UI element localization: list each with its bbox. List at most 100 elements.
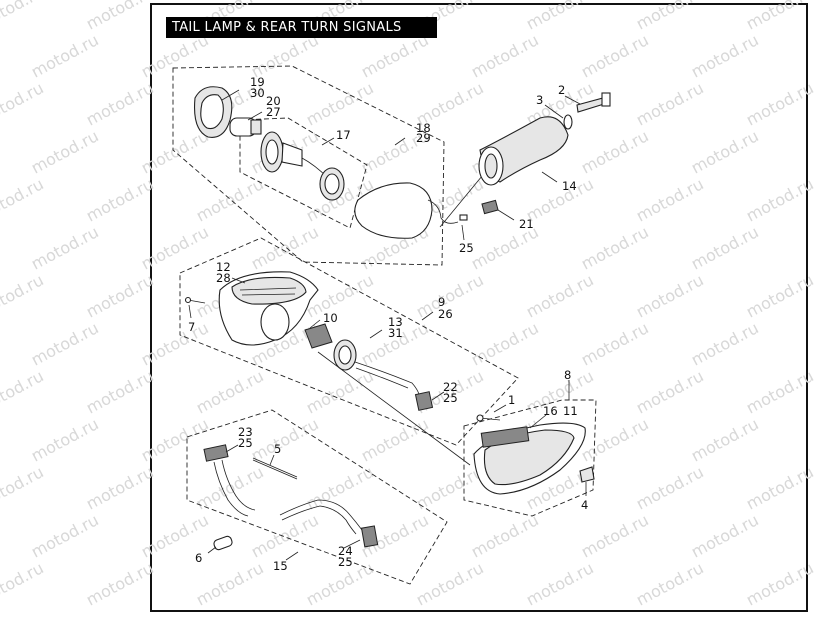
callout-2: 2	[558, 83, 565, 97]
watermark-text: motod.ru	[83, 78, 157, 129]
part-small-bulb	[213, 535, 233, 551]
callout-8: 8	[564, 368, 571, 382]
callout-leaders	[188, 89, 587, 561]
watermark-text: motod.ru	[248, 510, 322, 561]
watermark-text: motod.ru	[138, 414, 212, 465]
part-washer	[563, 114, 573, 130]
watermark-text: motod.ru	[28, 318, 102, 369]
watermark-text: motod.ru	[83, 462, 157, 513]
watermark-text: motod.ru	[743, 270, 817, 321]
watermark-text: motod.ru	[28, 126, 102, 177]
watermark-text: motod.ru	[578, 126, 652, 177]
callout-29: 29	[416, 131, 431, 145]
guide-line-upper	[439, 169, 488, 228]
callout-1: 1	[508, 393, 515, 407]
watermark-text: motod.ru	[578, 222, 652, 273]
watermark-text: motod.ru	[0, 0, 47, 34]
watermark-text: motod.ru	[688, 318, 762, 369]
watermark-text: motod.ru	[523, 366, 597, 417]
watermark-text: motod.ru	[138, 222, 212, 273]
callout-28: 28	[216, 271, 231, 285]
watermark-text: motod.ru	[0, 78, 47, 129]
watermark-text: motod.ru	[633, 270, 707, 321]
group-box-lens-bracket	[463, 399, 597, 517]
part-terminal-pin	[459, 214, 468, 221]
callout-30: 30	[250, 86, 265, 100]
part-reflector-ring	[193, 86, 233, 138]
watermark-text: motod.ru	[743, 0, 817, 34]
callout-6: 6	[195, 551, 202, 565]
group-box-wiring-harness	[186, 409, 448, 585]
watermark-text: motod.ru	[248, 222, 322, 273]
watermark-text: motod.ru	[303, 270, 377, 321]
watermark-text: motod.ru	[578, 510, 652, 561]
watermark-text: motod.ru	[83, 0, 157, 34]
watermark-text: motod.ru	[578, 318, 652, 369]
watermark-text: motod.ru	[0, 366, 47, 417]
part-license-lens-bracket	[473, 422, 586, 495]
callout-13: 13	[388, 315, 403, 329]
callout-27: 27	[266, 105, 281, 119]
watermark-text: motod.ru	[83, 270, 157, 321]
callout-labels: 19 30 20 27 17 18 29 2 3 14 21 25 12 28 …	[188, 75, 588, 573]
callout-11: 11	[563, 404, 578, 418]
callout-5: 5	[274, 442, 281, 456]
part-tail-lamp-lens	[218, 271, 319, 346]
part-bracket-screw	[476, 414, 501, 422]
callout-25-upper: 25	[459, 241, 474, 255]
watermark-text: motod.ru	[523, 0, 597, 34]
watermark-text: motod.ru	[633, 174, 707, 225]
watermark-text: motod.ru	[248, 414, 322, 465]
watermark-text: motod.ru	[468, 510, 542, 561]
watermark-text: motod.ru	[633, 0, 707, 34]
watermark-text: motod.ru	[138, 126, 212, 177]
watermark-text: motod.ru	[83, 558, 157, 609]
watermark-text: motod.ru	[193, 558, 267, 609]
part-lens-screw	[184, 296, 206, 304]
part-turn-signal-stalk	[478, 116, 569, 186]
part-socket-assembly	[260, 131, 345, 201]
callout-25-harness: 25	[238, 436, 253, 450]
watermark-text: motod.ru	[743, 78, 817, 129]
callout-14: 14	[562, 179, 577, 193]
watermark-text: motod.ru	[688, 414, 762, 465]
watermark-text: motod.ru	[358, 414, 432, 465]
callout-17: 17	[336, 128, 351, 142]
watermark-text: motod.ru	[523, 558, 597, 609]
callout-16: 16	[543, 404, 558, 418]
watermark-text: motod.ru	[633, 78, 707, 129]
callout-21: 21	[519, 217, 534, 231]
part-nut-clip	[579, 466, 595, 483]
watermark-text: motod.ru	[0, 270, 47, 321]
callout-20: 20	[266, 94, 281, 108]
group-box-turn-signal-upper	[172, 65, 445, 266]
watermark-text: motod.ru	[193, 366, 267, 417]
callout-26: 26	[438, 307, 453, 321]
callout-31: 31	[388, 326, 403, 340]
guide-line-lower	[317, 351, 471, 466]
watermark-text: motod.ru	[688, 510, 762, 561]
part-harness-pin	[252, 457, 298, 480]
watermark-text: motod.ru	[578, 414, 652, 465]
diagram-title: TAIL LAMP & REAR TURN SIGNALS	[166, 17, 437, 38]
callout-25-lower: 25	[338, 555, 353, 569]
callout-4: 4	[581, 498, 588, 512]
watermark-text: motod.ru	[743, 558, 817, 609]
callout-18: 18	[416, 121, 431, 135]
watermark-text: motod.ru	[633, 462, 707, 513]
part-screw	[576, 92, 611, 113]
watermark-text: motod.ru	[0, 174, 47, 225]
watermark-text: motod.ru	[28, 414, 102, 465]
callout-9: 9	[438, 295, 445, 309]
callout-24: 24	[338, 544, 353, 558]
callout-15: 15	[273, 559, 288, 573]
group-box-bulb-socket	[239, 117, 368, 229]
watermark-text: motod.ru	[523, 174, 597, 225]
watermark-text: motod.ru	[688, 30, 762, 81]
part-turn-signal-housing	[354, 182, 459, 239]
watermark-text: motod.ru	[138, 318, 212, 369]
watermark-text: motod.ru	[688, 222, 762, 273]
watermark-text: motod.ru	[578, 30, 652, 81]
